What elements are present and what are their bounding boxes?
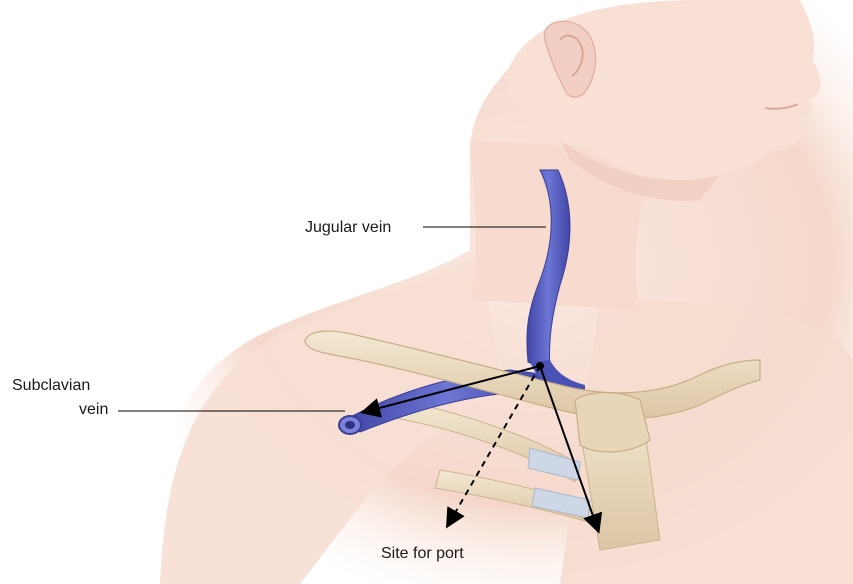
manubrium xyxy=(575,393,650,452)
label-jugular-vein: Jugular vein xyxy=(305,218,391,238)
label-subclavian-vein-line2: vein xyxy=(79,400,108,420)
insertion-point xyxy=(536,362,544,370)
label-subclavian-vein-line1: Subclavian xyxy=(12,376,90,396)
label-site-for-port: Site for port xyxy=(381,544,464,564)
